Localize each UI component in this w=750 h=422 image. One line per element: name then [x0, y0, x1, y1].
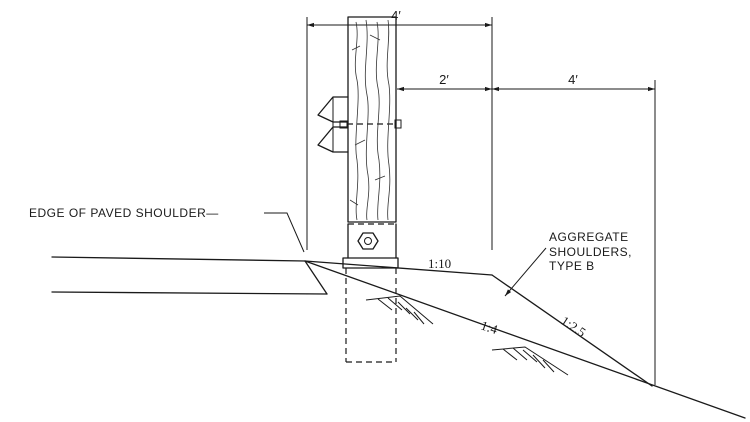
slope-fill: 1:2.5: [558, 313, 588, 340]
dimension-post-offset: 2′: [439, 72, 449, 87]
edge-of-paved-shoulder-label: EDGE OF PAVED SHOULDER—: [29, 206, 219, 220]
ground-profile: [304, 260, 746, 419]
slope-embankment: 1:4: [479, 318, 500, 338]
w-beam-rail: [317, 96, 349, 153]
aggregate-label-line3: TYPE B: [549, 259, 595, 273]
aggregate-label-line1: AGGREGATE: [549, 230, 629, 244]
aggregate-leader: [504, 247, 547, 297]
paved-shoulder: [51, 256, 328, 295]
extension-lines: [306, 17, 656, 385]
dimension-top-width: 4′: [391, 8, 401, 23]
ground-hatching: [365, 295, 569, 376]
dimension-shoulder-width: 4′: [568, 72, 578, 87]
dimension-lines: [307, 22, 655, 92]
nut-hole: [364, 237, 372, 245]
soil-plate: [342, 257, 399, 269]
buried-post: [345, 268, 397, 363]
rail-bolt: [339, 119, 402, 129]
hex-nut: [357, 232, 379, 250]
slope-shoulder: 1:10: [428, 256, 451, 271]
edge-label-leader: [264, 212, 305, 253]
wood-post: [347, 16, 397, 259]
aggregate-label-line2: SHOULDERS,: [549, 245, 632, 259]
